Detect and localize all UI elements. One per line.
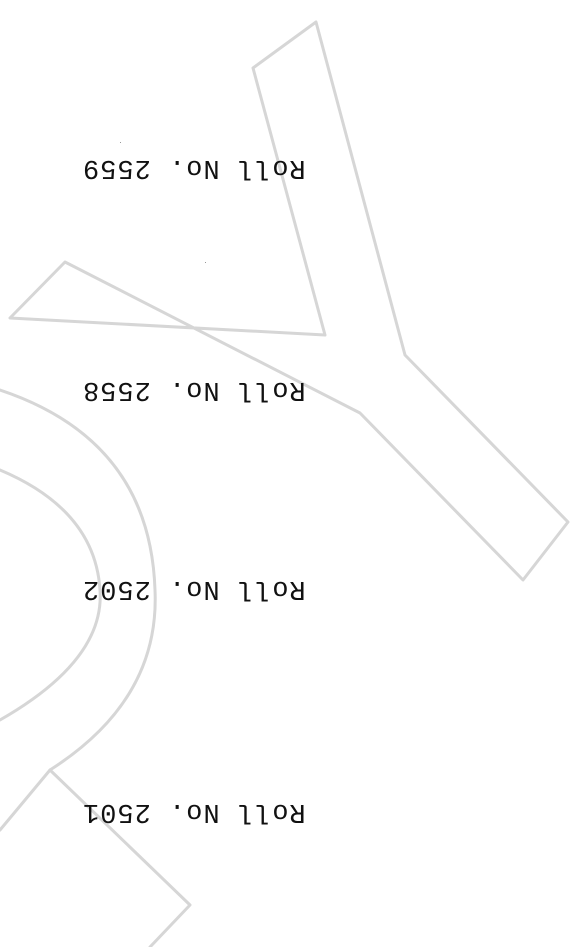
roll-number-label: Roll No. 2502 xyxy=(82,573,306,603)
watermark-outer-arc xyxy=(0,388,157,772)
roll-number-label: Roll No. 2558 xyxy=(82,374,306,404)
watermark-y-shape xyxy=(8,20,570,582)
watermark-lower-stroke xyxy=(0,768,192,947)
watermark-inner-arc xyxy=(0,468,102,722)
scan-speck xyxy=(205,262,206,263)
roll-number-label: Roll No. 2559 xyxy=(82,152,306,182)
roll-number-label: Roll No. 2501 xyxy=(82,796,306,826)
scan-speck xyxy=(120,142,121,143)
